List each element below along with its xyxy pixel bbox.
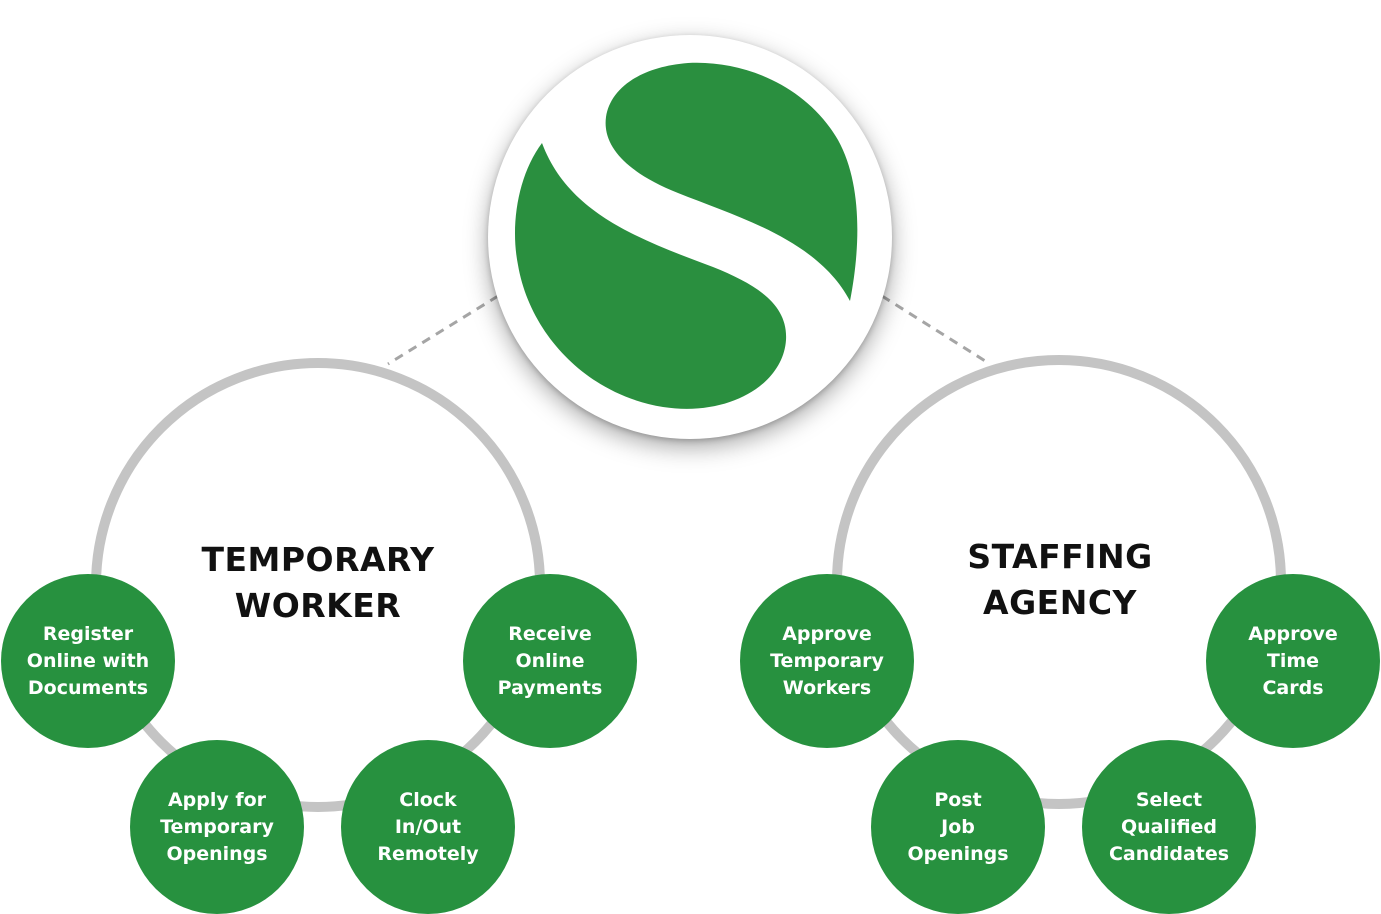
staffing-agency-title: STAFFING AGENCY <box>910 534 1210 626</box>
node-line: Remotely <box>377 842 479 865</box>
node-line: Candidates <box>1108 842 1230 865</box>
node-approve-workers[interactable]: Approve Temporary Workers <box>740 574 914 748</box>
node-line: Qualified <box>1120 815 1218 838</box>
node-line: Temporary <box>770 649 884 672</box>
node-line: Post <box>934 788 982 811</box>
temporary-worker-title: TEMPORARY WORKER <box>168 537 468 629</box>
node-line: Openings <box>907 842 1009 865</box>
node-line: Approve <box>1248 622 1338 645</box>
node-register-online[interactable]: Register Online with Documents <box>1 574 175 748</box>
node-line: Register <box>42 622 134 645</box>
node-line: Online <box>515 649 585 672</box>
node-line: Select <box>1135 788 1203 811</box>
connector-staffing-agency <box>881 294 991 366</box>
node-line: Temporary <box>160 815 274 838</box>
node-line: Openings <box>166 842 268 865</box>
logo-upper-leaf <box>605 62 858 301</box>
node-line: Receive <box>508 622 592 645</box>
connector-temporary-worker <box>387 294 499 366</box>
node-approve-time-cards[interactable]: Approve Time Cards <box>1206 574 1380 748</box>
node-line: Payments <box>497 676 603 699</box>
node-clock-in-out[interactable]: Clock In/Out Remotely <box>341 740 515 914</box>
node-line: Clock <box>399 788 457 811</box>
temporary-worker-title-line1: TEMPORARY <box>201 540 435 579</box>
staffing-agency-title-line1: STAFFING <box>967 537 1153 576</box>
node-line: In/Out <box>394 815 462 838</box>
node-line: Time <box>1266 649 1320 672</box>
staffing-agency-title-line2: AGENCY <box>983 583 1137 622</box>
node-line: Online with <box>26 649 150 672</box>
node-line: Approve <box>782 622 872 645</box>
node-post-job-openings[interactable]: Post Job Openings <box>871 740 1045 914</box>
node-line: Apply for <box>167 788 267 811</box>
node-line: Cards <box>1262 676 1324 699</box>
s-leaf-logo-icon <box>515 62 858 409</box>
logo-lower-leaf <box>515 143 787 409</box>
temporary-worker-title-line2: WORKER <box>234 586 402 625</box>
node-line: Job <box>941 815 975 838</box>
node-line: Documents <box>27 676 149 699</box>
node-apply-openings[interactable]: Apply for Temporary Openings <box>130 740 304 914</box>
node-receive-payments[interactable]: Receive Online Payments <box>463 574 637 748</box>
logo-badge <box>488 35 892 439</box>
node-select-candidates[interactable]: Select Qualified Candidates <box>1082 740 1256 914</box>
node-line: Workers <box>782 676 872 699</box>
